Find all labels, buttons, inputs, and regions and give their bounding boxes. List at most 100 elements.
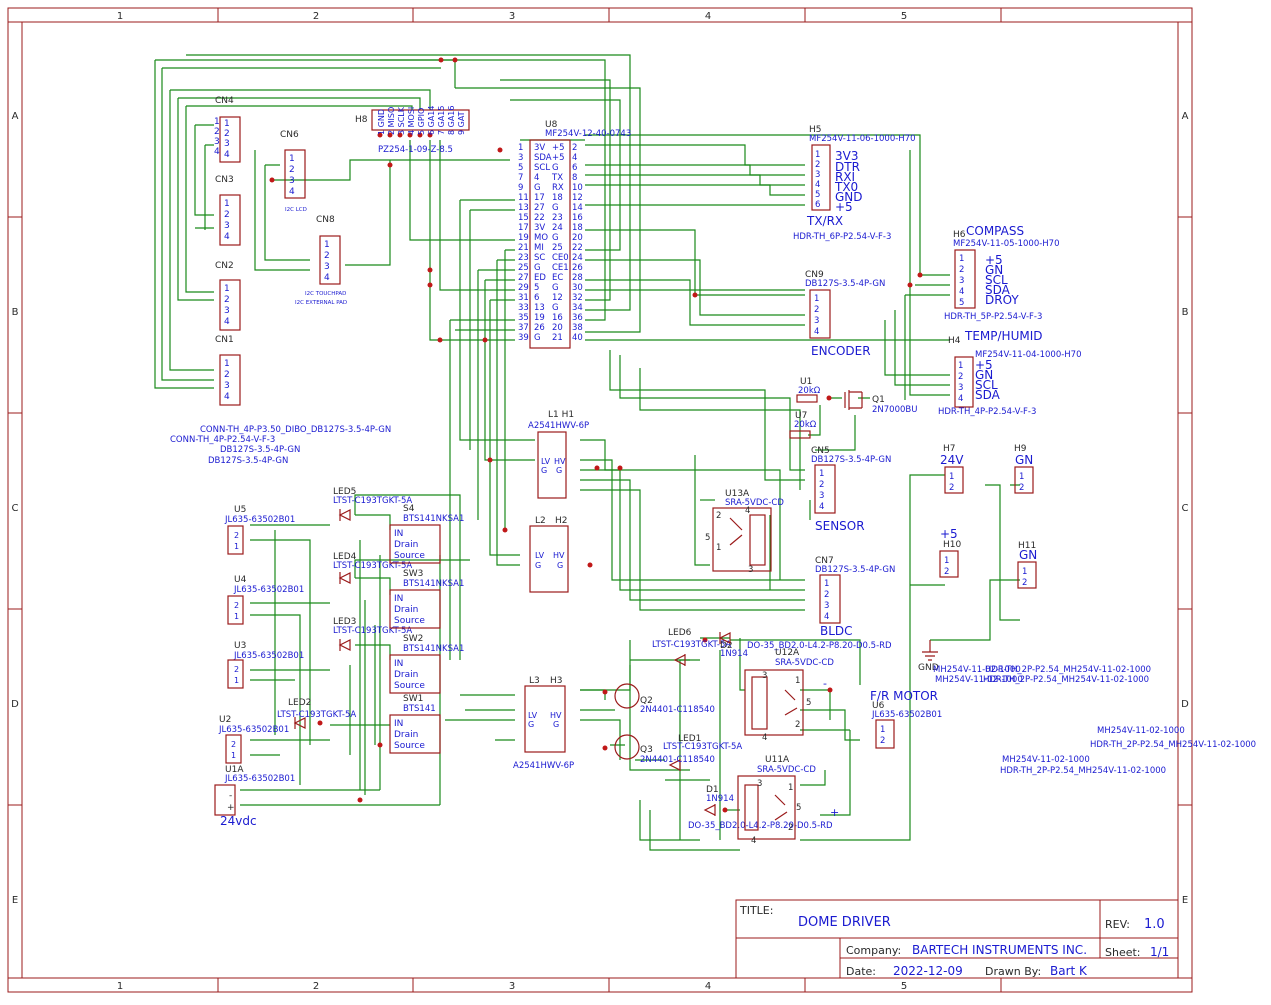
pin-num: 2: [824, 590, 829, 600]
pin-num: 1: [949, 472, 954, 482]
relay-pin: 4: [751, 836, 756, 846]
mosfet-q1-symbol: [844, 390, 863, 410]
pin-num: 1: [289, 154, 295, 164]
pin-num: 2: [944, 567, 949, 577]
header-note: MH254V-11-02-1000: [935, 675, 1023, 685]
pin-num: 1: [814, 294, 819, 304]
level-shifter-1: L1 H1 A2541HWV-6P LV G HV G: [528, 410, 589, 499]
d2-part: 1N914: [720, 649, 748, 659]
d2-pkg: DO-35_BD2.0-L4.2-P8.20-D0.5-RD: [747, 641, 892, 651]
ls3-part: A2541HWV-6P: [513, 761, 574, 771]
connector-u6: F/R MOTOR U6 JL635-63502B01 1 2: [870, 689, 942, 749]
u8-pin-name: 18: [552, 193, 563, 203]
power-label: 24vdc: [220, 814, 257, 828]
u8-pin-name: MO: [534, 233, 548, 243]
u8-pin-num: 9: [518, 183, 523, 193]
u8-pin-name: 20: [552, 323, 563, 333]
pin-num: 2: [958, 372, 963, 382]
relay-pin: 1: [795, 676, 800, 686]
h7-ref: H7: [943, 444, 956, 454]
cn2-ref: CN2: [215, 261, 234, 271]
u8-pin-name: 4: [534, 173, 539, 183]
u8-pin-num: 14: [572, 203, 583, 213]
ls-label: LV: [528, 711, 538, 720]
h6-label: DROY: [985, 293, 1019, 307]
row-label: A: [12, 111, 19, 122]
connector-cn3: CN3 1 2 3 4: [215, 175, 241, 246]
u8-pin-name: 23: [552, 213, 563, 223]
cn5-part: DB127S-3.5-4P-GN: [811, 455, 891, 465]
ls-label: G: [528, 720, 534, 729]
d1-pkg: DO-35_BD2.0-L4.2-P8.20-D0.5-RD: [688, 821, 833, 831]
conn-note: DB127S-3.5-4P-GN: [208, 456, 288, 466]
u8-pin-name: G: [534, 183, 541, 193]
diode-group: D2 DO-35_BD2.0-L4.2-P8.20-D0.5-RD 1N914 …: [688, 632, 892, 831]
ls3-ref-h: H3: [550, 676, 563, 686]
relay-u11a: U11A SRA-5VDC-CD 3 1 5 2 4 +: [737, 755, 839, 846]
pin-num: 1: [234, 612, 239, 621]
connector-notes: CONN-TH_4P-P3.50_DIBO_DB127S-3.5-4P-GN C…: [170, 425, 391, 466]
pin-num: 3: [214, 137, 220, 147]
col-label: 1: [117, 11, 123, 22]
cn9-title: ENCODER: [811, 344, 871, 358]
cn3-ref: CN3: [215, 175, 234, 185]
u11a-part: SRA-5VDC-CD: [757, 765, 816, 775]
pin-num: 3: [324, 262, 330, 272]
pin-num: 1: [234, 542, 239, 551]
relay-pin: 5: [705, 533, 710, 543]
ls-label: HV: [554, 457, 566, 466]
resistor-r1: [796, 394, 818, 403]
h4-part: MF254V-11-04-1000-H70: [975, 350, 1082, 360]
sw1-part: BTS141: [403, 704, 436, 714]
led-part: LTST-C193TGKT-5A: [333, 496, 412, 506]
d2-ref: D2: [720, 641, 733, 651]
pin-num: 3: [958, 383, 963, 393]
pin-num: 2: [880, 736, 885, 746]
cn5-ref: CN5: [811, 446, 830, 456]
u8-pin-num: 35: [518, 313, 529, 323]
cn1-ref: CN1: [215, 335, 234, 345]
u8-pin-name: 3V: [534, 223, 545, 233]
power-minus: -: [229, 791, 232, 801]
u12a-minus: -: [823, 677, 827, 690]
pin-num: 4: [289, 187, 295, 197]
sw-in: IN: [394, 719, 403, 729]
junctions: [269, 57, 923, 813]
u8-ref: U8: [545, 120, 558, 130]
u8-pin-num: 2: [572, 143, 577, 153]
h8-pin: 2 MISO: [387, 107, 396, 135]
u12a-part: SRA-5VDC-CD: [775, 658, 834, 668]
h4-title: TEMP/HUMID: [964, 329, 1042, 343]
cn7-part: DB127S-3.5-4P-GN: [815, 565, 895, 575]
pin-num: 1: [1022, 567, 1027, 577]
u8-pin-num: 7: [518, 173, 523, 183]
pin-num: 1: [234, 676, 239, 685]
pin-num: 4: [824, 612, 829, 622]
sw4-part: BTS141NKSA1: [403, 514, 464, 524]
pin-num: 2: [1019, 483, 1024, 493]
u8-pin-num: 37: [518, 323, 529, 333]
h8-pin: 3 SCLK: [397, 106, 406, 135]
sheet-label: Sheet:: [1105, 946, 1141, 959]
pin-num: 2: [959, 265, 964, 275]
col-label: 4: [705, 11, 711, 22]
q3-ref: Q3: [640, 745, 653, 755]
d1-ref: D1: [706, 785, 719, 795]
u8-pin-name: 6: [534, 293, 539, 303]
led-part: LTST-C193TGKT-5A: [652, 640, 731, 650]
header-note: MH254V-11-02-1000: [1097, 726, 1185, 736]
jack-part: JL635-63502B01: [218, 725, 289, 735]
pin-num: 4: [958, 394, 963, 404]
u8-pin-name: 25: [552, 243, 563, 253]
u8-pin-num: 19: [518, 233, 529, 243]
h10-ref: H10: [943, 540, 961, 550]
u12a-ref: U12A: [775, 648, 800, 658]
u3-ref: U3: [234, 641, 246, 651]
u13a-ref: U13A: [725, 489, 750, 499]
u6-title: F/R MOTOR: [870, 689, 938, 703]
level-shifter-3: L3 H3 LV G HV G A2541HWV-6P: [513, 676, 574, 771]
sw-in: IN: [394, 594, 403, 604]
ls-label: G: [556, 466, 562, 475]
sw-source: Source: [394, 551, 425, 561]
